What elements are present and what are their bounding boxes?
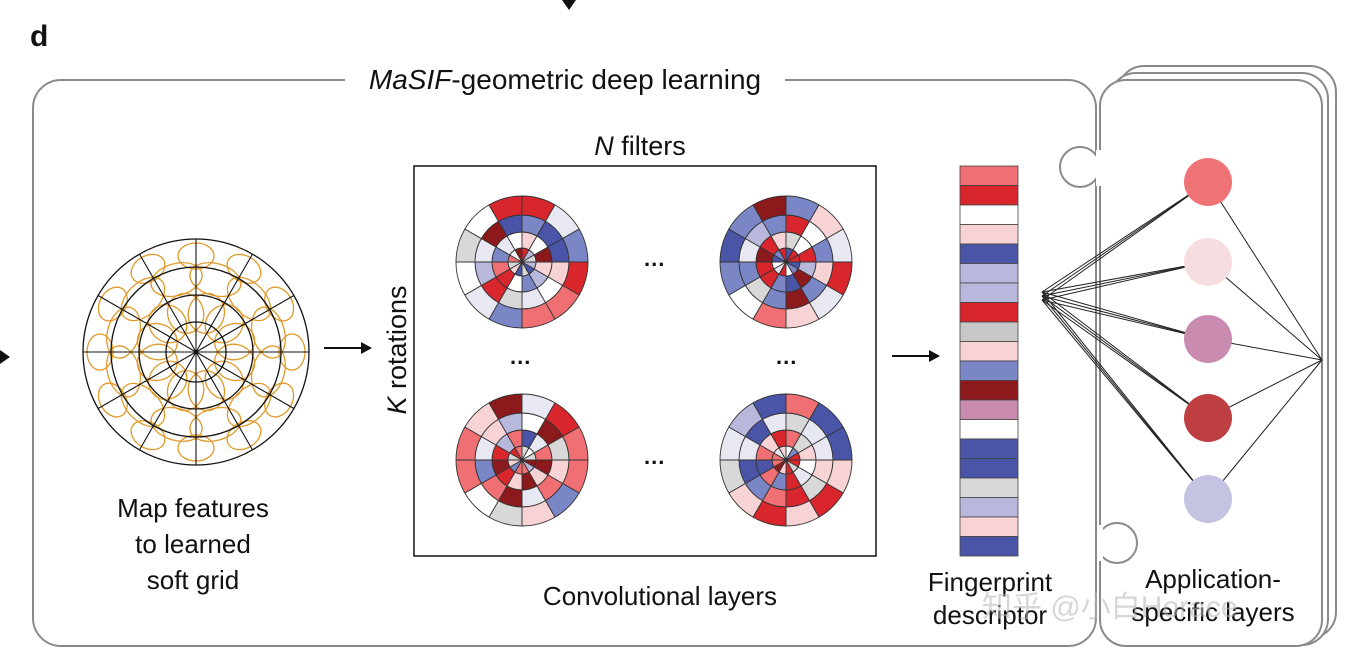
descriptor-cell xyxy=(959,536,1019,557)
title-italic: MaSIF xyxy=(368,64,452,95)
descriptor-cell xyxy=(959,458,1019,479)
network-node xyxy=(1184,394,1232,442)
descriptor-cell xyxy=(959,516,1019,537)
polar-filter-4 xyxy=(719,393,853,527)
fingerprint-label: Fingerprint descriptor xyxy=(927,567,1053,630)
ellipsis-top: ... xyxy=(644,246,666,271)
descriptor-cell xyxy=(959,224,1019,245)
descriptor-cell xyxy=(959,399,1019,420)
panel-letter: d xyxy=(30,20,49,53)
descriptor-cell xyxy=(959,360,1019,381)
ellipsis-right: ... xyxy=(776,344,798,369)
ellipsis-bottom: ... xyxy=(644,444,666,469)
descriptor-cell xyxy=(959,204,1019,225)
descriptor-cell xyxy=(959,341,1019,362)
diagram-title: MaSIF-geometric deep learning xyxy=(345,60,785,100)
incoming-arrow-top xyxy=(562,0,576,10)
network-node xyxy=(1184,238,1232,286)
descriptor-cell xyxy=(959,165,1019,186)
application-label: Application- specific layers xyxy=(1131,564,1295,627)
incoming-arrow-left xyxy=(0,350,10,364)
ellipsis-left: ... xyxy=(510,344,532,369)
descriptor-cell xyxy=(959,497,1019,518)
fingerprint-descriptor xyxy=(959,165,1019,557)
descriptor-cell xyxy=(959,438,1019,459)
polar-filter-2 xyxy=(719,195,853,329)
puzzle-knob-top xyxy=(1059,146,1101,188)
descriptor-cell xyxy=(959,263,1019,284)
descriptor-cell xyxy=(959,282,1019,303)
application-network xyxy=(1041,158,1323,523)
title-rest: -geometric deep learning xyxy=(451,64,762,95)
network-node xyxy=(1184,315,1232,363)
descriptor-cell xyxy=(959,419,1019,440)
watermark: 知乎 @小白Horace xyxy=(982,591,1238,624)
conv-layers-label: Convolutional layers xyxy=(542,581,778,611)
network-node xyxy=(1184,158,1232,206)
network-node xyxy=(1184,475,1232,523)
polar-filter-3 xyxy=(455,393,589,527)
descriptor-cell xyxy=(959,302,1019,323)
soft-grid-label: Map features to learned soft grid xyxy=(117,493,269,595)
polar-filter-1 xyxy=(455,195,589,329)
descriptor-cell xyxy=(959,243,1019,264)
descriptor-cell xyxy=(959,477,1019,498)
descriptor-cell xyxy=(959,185,1019,206)
filters-box xyxy=(413,165,877,557)
filters-label: N filters xyxy=(594,131,686,161)
app-frame xyxy=(1099,79,1323,647)
descriptor-cell xyxy=(959,380,1019,401)
descriptor-cell xyxy=(959,321,1019,342)
arrow-to-descriptor xyxy=(892,350,940,362)
arrow-to-conv xyxy=(324,342,372,354)
rotations-label: K rotations xyxy=(382,285,412,415)
soft-grid-icon xyxy=(82,238,310,466)
